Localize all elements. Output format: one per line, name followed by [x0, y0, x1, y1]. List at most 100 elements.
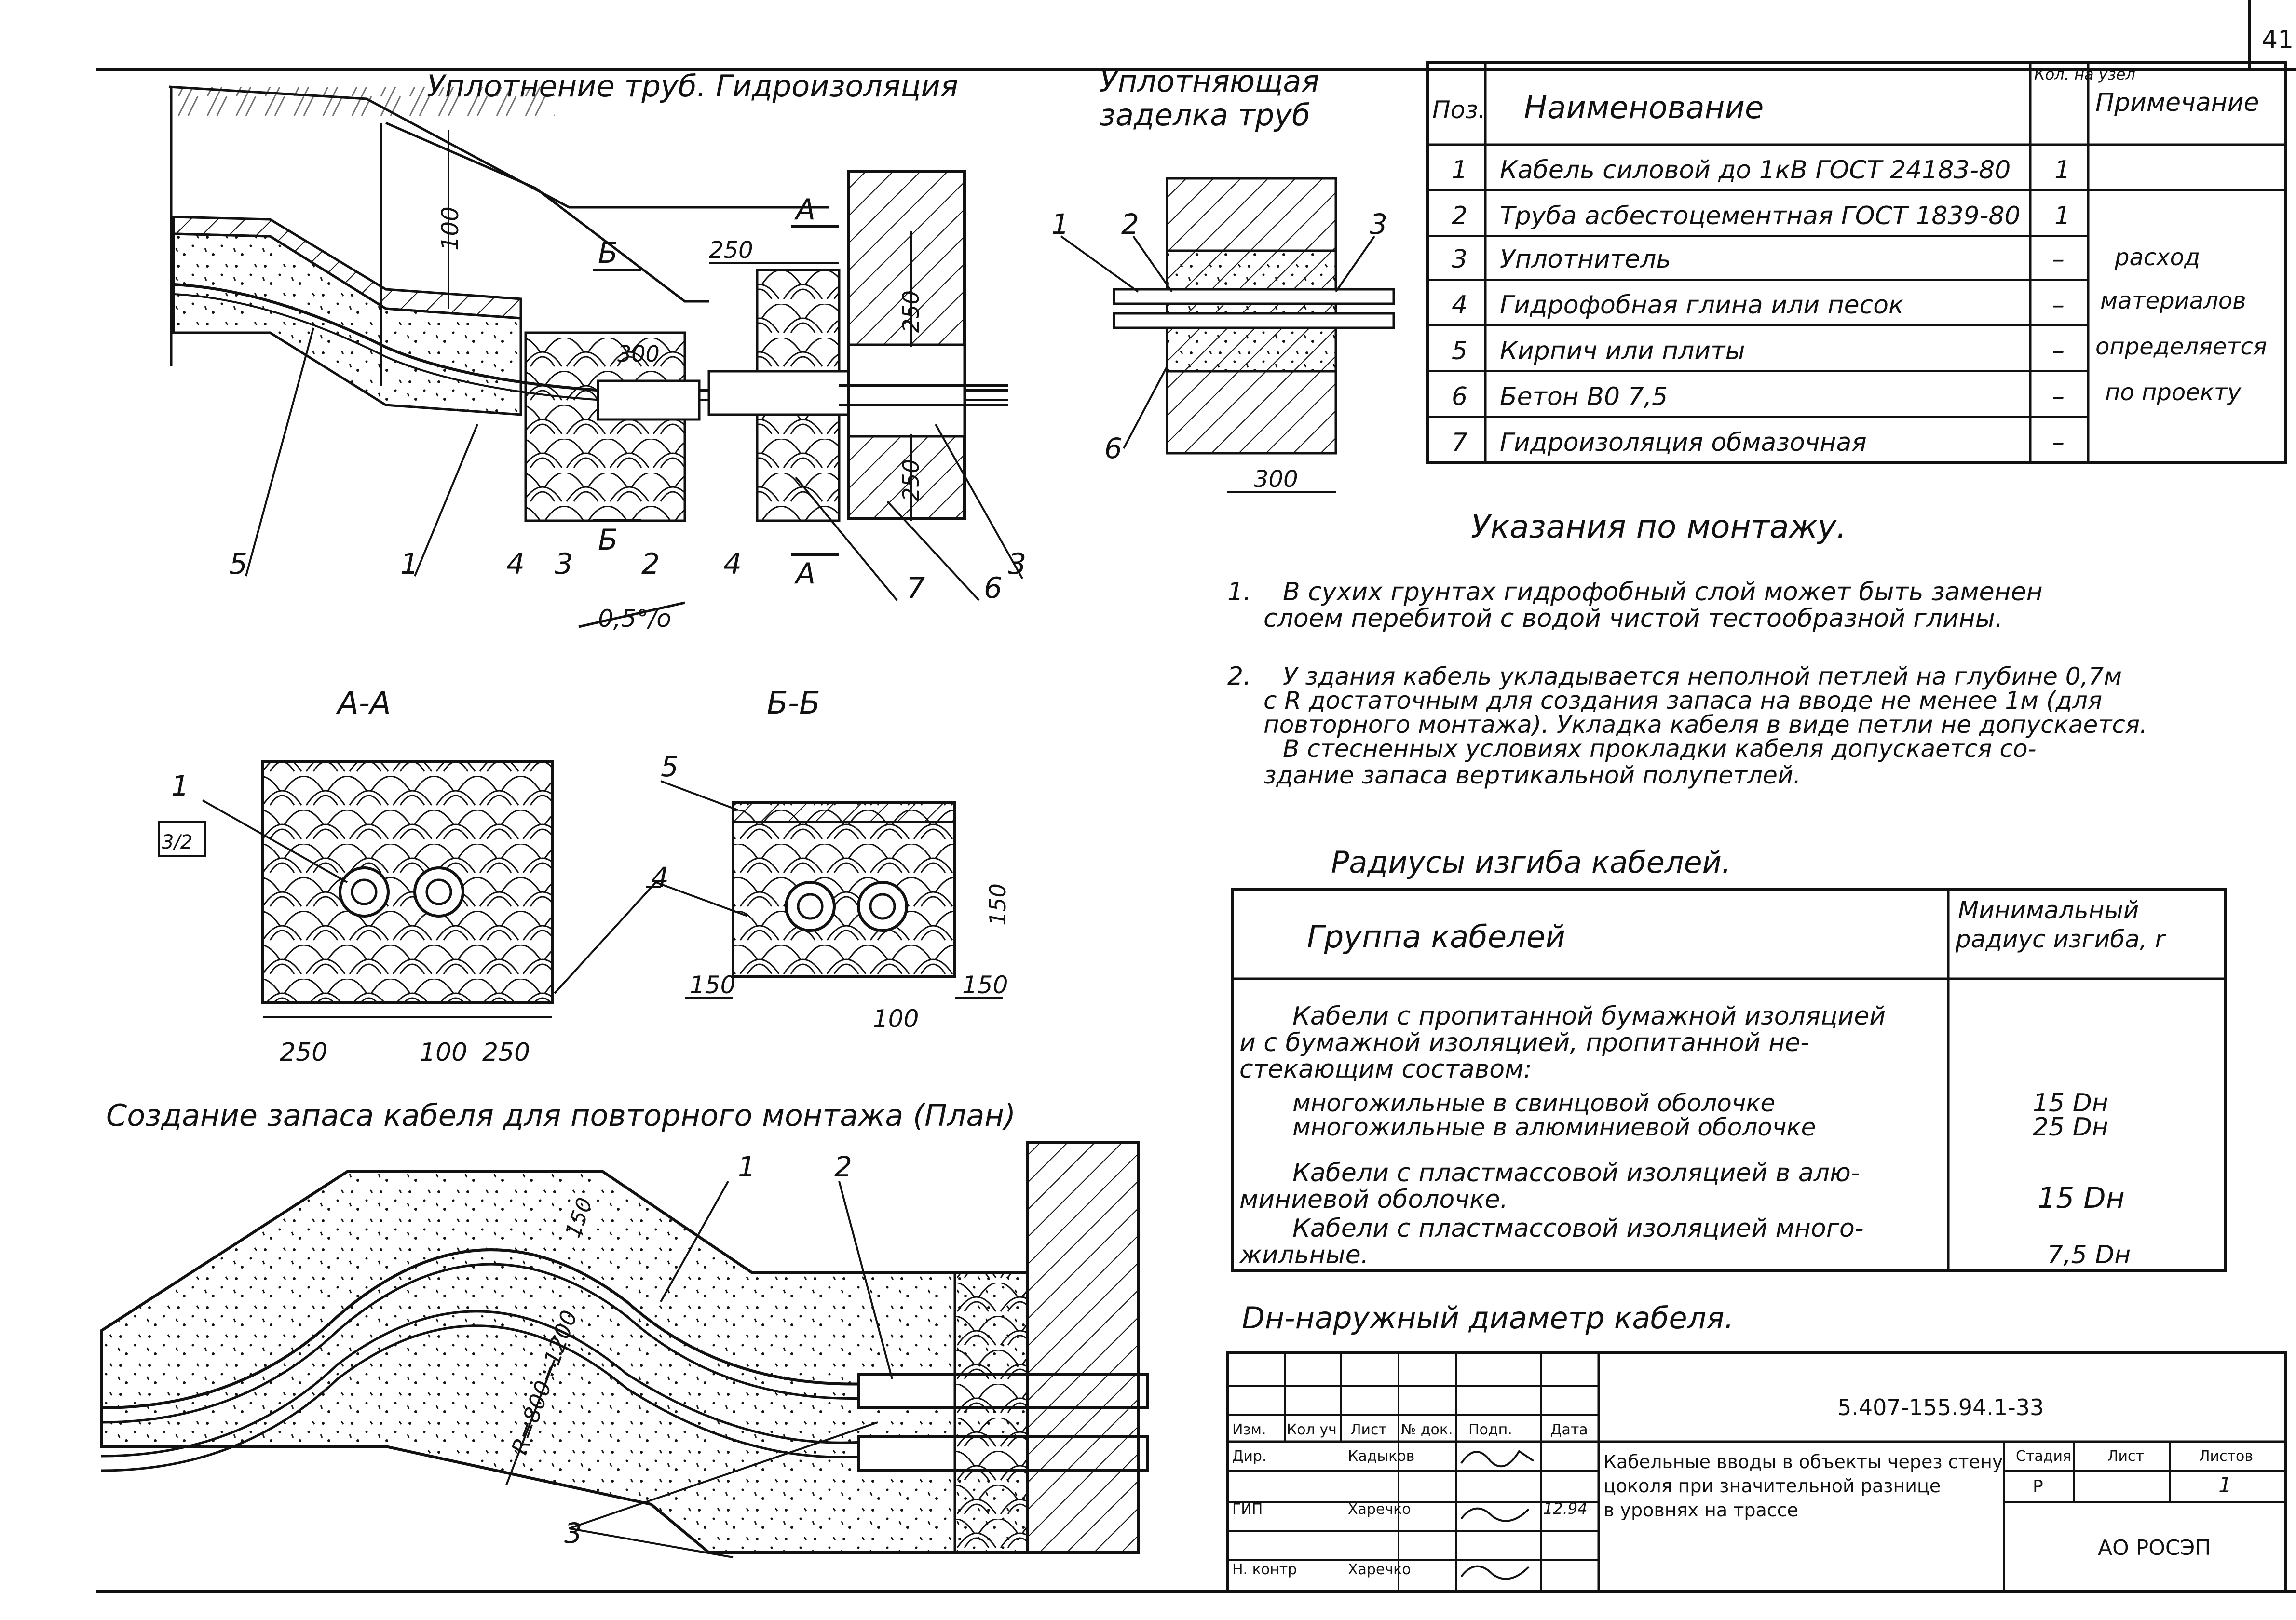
bb-dim-150-right: 150: [962, 971, 1008, 999]
dim-300: 300: [617, 341, 660, 367]
col-ndok: № док.: [1401, 1421, 1453, 1438]
spec-note-line-3: определяется: [2095, 333, 2267, 360]
signature-marks: [1460, 1450, 1535, 1580]
bb-callout-4: 4: [651, 861, 669, 894]
aa-dim-100: 100: [420, 1038, 467, 1067]
instruction-2-number: 2.: [1227, 662, 1251, 691]
bb-dim-150-vert: 150: [985, 883, 1011, 926]
seal-detail-drawing: [1060, 177, 1395, 493]
radius-body-line-6: Кабели с пластмассовой изоляцией в алю-: [1292, 1159, 1860, 1188]
radius-body-line-8: Кабели с пластмассовой изоляцией много-: [1292, 1214, 1864, 1243]
radius-body-line-4: многожильные в свинцовой оболочке: [1292, 1089, 1775, 1117]
spec-note-line-2: материалов: [2100, 287, 2246, 314]
page-number: 41: [2262, 26, 2294, 54]
bb-dim-100: 100: [873, 1005, 919, 1033]
bb-dim-150-left: 150: [690, 971, 735, 999]
section-bb-title: Б-Б: [767, 686, 820, 721]
table-row-qty: –: [2052, 428, 2065, 457]
radius-body-line-2: и с бумажной изоляцией, пропитанной не-: [1239, 1028, 1809, 1057]
sheets-header: Листов: [2199, 1448, 2253, 1465]
instruction-1-line-2: слоем перебитой с водой чистой тестообра…: [1263, 604, 2003, 633]
spec-note-line-1: расход: [2114, 244, 2200, 271]
title-reserve: Создание запаса кабеля для повторного мо…: [106, 1098, 1016, 1133]
instruction-2-line-3: повторного монтажа). Укладка кабеля в ви…: [1263, 711, 2147, 739]
title-seal-line2: заделка труб: [1100, 97, 1310, 133]
spec-header-note: Примечание: [2095, 88, 2259, 117]
table-row-pos: 1: [1452, 156, 1467, 185]
dim-250-top: 250: [709, 237, 753, 264]
bb-callout-5: 5: [661, 750, 679, 783]
table-row-name: Гидроизоляция обмазочная: [1500, 428, 1867, 457]
col-data: Дата: [1550, 1421, 1588, 1438]
section-mark-b-top: Б: [598, 236, 618, 270]
table-row-pos: 7: [1452, 428, 1467, 457]
title-seal-line1: Уплотняющая: [1100, 64, 1319, 99]
spec-rows: 1 Кабель силовой до 1кВ ГОСТ 24183-80 1 …: [1452, 156, 2070, 457]
reserve-callout-3: 3: [564, 1517, 582, 1550]
table-row-qty: –: [2052, 382, 2065, 411]
radius-value-2: 25 Dн: [2033, 1113, 2108, 1142]
seal-dim-300: 300: [1254, 466, 1298, 493]
table-row-qty: –: [2052, 245, 2065, 274]
instruction-2-line-5: здание запаса вертикальной полупетлей.: [1263, 761, 1801, 789]
organization: АО РОСЭП: [2098, 1536, 2211, 1560]
radius-table-title: Радиусы изгиба кабелей.: [1331, 845, 1731, 880]
spec-header-qty: Кол. на узел: [2034, 65, 2135, 83]
callout-7: 7: [907, 571, 925, 605]
signer-role: Н. контр: [1232, 1561, 1297, 1578]
instruction-1-line-1: В сухих грунтах гидрофобный слой может б…: [1283, 578, 2043, 607]
radius-body-line-7: миниевой оболочке.: [1239, 1185, 1508, 1214]
callout-3: 3: [555, 547, 573, 581]
aa-dim-250-right: 250: [482, 1038, 530, 1067]
callout-4: 4: [506, 547, 525, 581]
radius-value-3: 15 Dн: [2038, 1181, 2125, 1215]
table-row-name: Кирпич или плиты: [1500, 337, 1745, 365]
callout-1: 1: [400, 547, 419, 581]
table-row-pos: 3: [1452, 245, 1467, 274]
col-kol-uch: Кол уч: [1287, 1421, 1337, 1438]
seal-callout-1: 1: [1051, 208, 1069, 241]
radius-body-line-5: многожильные в алюминиевой оболочке: [1292, 1113, 1816, 1141]
radius-body-line-3: стекающим составом:: [1239, 1055, 1532, 1084]
seal-callout-2: 2: [1121, 208, 1139, 241]
seal-callout-6: 6: [1104, 432, 1122, 465]
callout-6: 6: [984, 571, 1002, 605]
section-mark-b-bottom: Б: [598, 523, 618, 557]
spec-header-name: Наименование: [1524, 90, 1764, 126]
table-row-pos: 4: [1452, 291, 1467, 320]
table-row-name: Кабель силовой до 1кВ ГОСТ 24183-80: [1500, 156, 2011, 185]
signer-name: Кадыков: [1348, 1448, 1414, 1465]
section-aa-title: А-А: [336, 686, 391, 721]
aa-dim-250-left: 250: [280, 1038, 327, 1067]
signer-date: 12.94: [1543, 1499, 1588, 1518]
reserve-plan-drawing: [100, 1141, 1149, 1558]
slope-label: 0,5°/о: [598, 605, 671, 633]
radius-header-line-2: радиус изгиба, r: [1955, 925, 2167, 953]
table-row-name: Труба асбестоцементная ГОСТ 1839-80: [1500, 202, 2021, 230]
sheets-value: 1: [2218, 1473, 2232, 1498]
dim-250-wall-bottom: 250: [898, 459, 924, 501]
table-row-name: Уплотнитель: [1500, 245, 1671, 274]
radius-body-line-1: Кабели с пропитанной бумажной изоляцией: [1292, 1002, 1886, 1031]
dim-250-wall: 250: [898, 290, 924, 333]
section-aa-drawing: [158, 760, 554, 1018]
spec-note-line-4: по проекту: [2105, 379, 2242, 406]
table-row-name: Гидрофобная глина или песок: [1500, 291, 1904, 320]
radius-table: [1231, 888, 2227, 1272]
title-block-code: 5.407-155.94.1-33: [1837, 1394, 2044, 1420]
reserve-callout-2: 2: [834, 1150, 852, 1183]
table-row-pos: 2: [1452, 202, 1467, 230]
radius-body-line-9: жильные.: [1239, 1241, 1369, 1269]
radius-header-group: Группа кабелей: [1307, 919, 1565, 955]
signer-name: Харечко: [1348, 1501, 1411, 1518]
sheet-header: Лист: [2107, 1448, 2144, 1465]
signer-name: Харечко: [1348, 1561, 1411, 1578]
table-row-pos: 6: [1452, 382, 1467, 411]
title-block-desc-1: Кабельные вводы в объекты через стену: [1603, 1451, 2003, 1472]
spec-table: [1426, 61, 2287, 464]
spec-header-pos: Поз.: [1432, 96, 1486, 124]
instruction-1-number: 1.: [1227, 578, 1251, 607]
section-mark-a-top: А: [794, 193, 815, 227]
instruction-2-line-2: с R достаточным для создания запаса на в…: [1263, 687, 2102, 715]
